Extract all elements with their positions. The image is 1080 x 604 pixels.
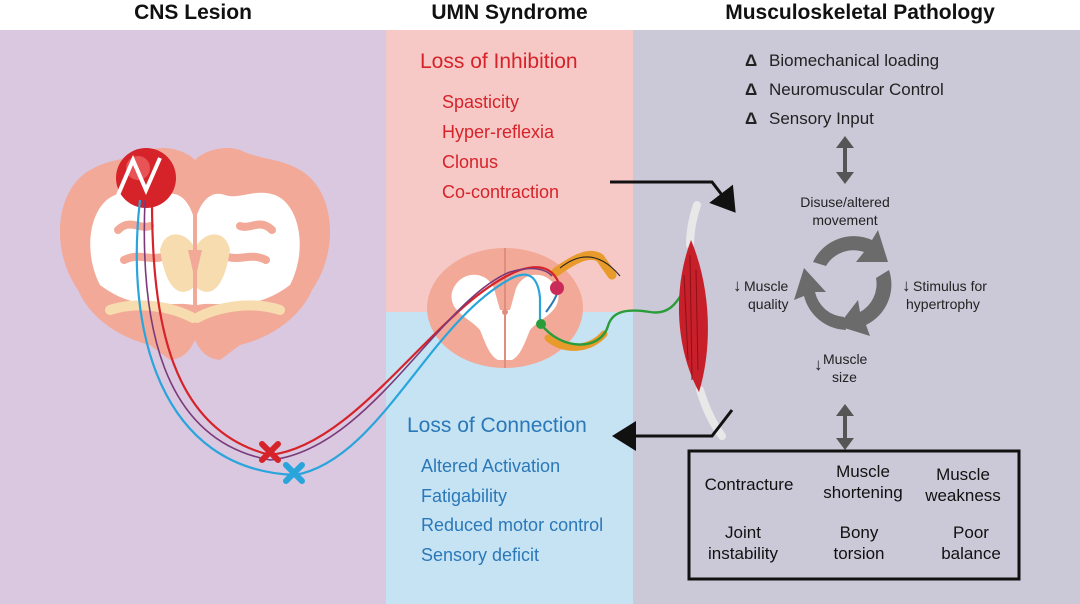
cycle-left-label: ↓ Muscle quality xyxy=(733,276,789,313)
blue-tract xyxy=(135,199,542,477)
connection-item: Fatigability xyxy=(421,486,508,506)
delta-icon: Δ xyxy=(745,51,758,70)
outcome-muscle-weakness: Muscle weakness xyxy=(925,465,1001,505)
cycle-icon xyxy=(794,230,892,336)
inhibition-heading: Loss of Inhibition xyxy=(420,50,578,73)
connection-item: Altered Activation xyxy=(421,456,561,476)
inhibition-item: Clonus xyxy=(442,152,499,172)
red-cross-icon xyxy=(259,441,281,463)
brain-section xyxy=(59,148,331,360)
down-arrow-icon: ↓ xyxy=(814,355,823,374)
down-arrow-icon: ↓ xyxy=(902,276,911,295)
blue-cross-icon xyxy=(283,462,305,484)
connection-item: Sensory deficit xyxy=(421,545,540,565)
motor-axon xyxy=(540,291,685,346)
inhibition-item: Spasticity xyxy=(442,92,520,112)
inhibition-arrow xyxy=(610,180,736,213)
outcome-muscle-shortening: Muscle shortening xyxy=(823,462,903,502)
outcome-poor-balance: Poor balance xyxy=(941,523,1001,563)
upper-double-arrow xyxy=(836,136,854,184)
outcome-box xyxy=(687,449,1021,581)
purple-tract xyxy=(143,199,553,461)
connection-item: Reduced motor control xyxy=(421,515,604,535)
outcome-joint-instability: Joint instability xyxy=(708,523,778,563)
delta-icon: Δ xyxy=(745,109,758,128)
cycle-top-label: Disuse/altered movement xyxy=(800,194,890,228)
msk-title: Musculoskeletal Pathology xyxy=(725,1,995,24)
outcome-bony-torsion: Bony torsion xyxy=(833,523,885,563)
lower-double-arrow xyxy=(836,404,854,450)
inhibition-item: Hyper-reflexia xyxy=(442,122,555,142)
connection-heading: Loss of Connection xyxy=(407,414,587,437)
cycle-bottom-label: ↓ Muscle size xyxy=(814,351,868,385)
cns-title: CNS Lesion xyxy=(134,1,252,24)
lesion-sphere xyxy=(116,148,176,208)
muscle xyxy=(678,201,726,440)
inhibition-item: Co-contraction xyxy=(442,182,560,202)
cycle-right-label: ↓ Stimulus for hypertrophy xyxy=(902,276,987,313)
connection-arrow xyxy=(612,409,734,451)
down-arrow-icon: ↓ xyxy=(733,276,742,295)
umn-title: UMN Syndrome xyxy=(431,1,588,24)
outcome-contracture: Contracture xyxy=(704,475,794,494)
delta-icon: Δ xyxy=(745,80,758,99)
